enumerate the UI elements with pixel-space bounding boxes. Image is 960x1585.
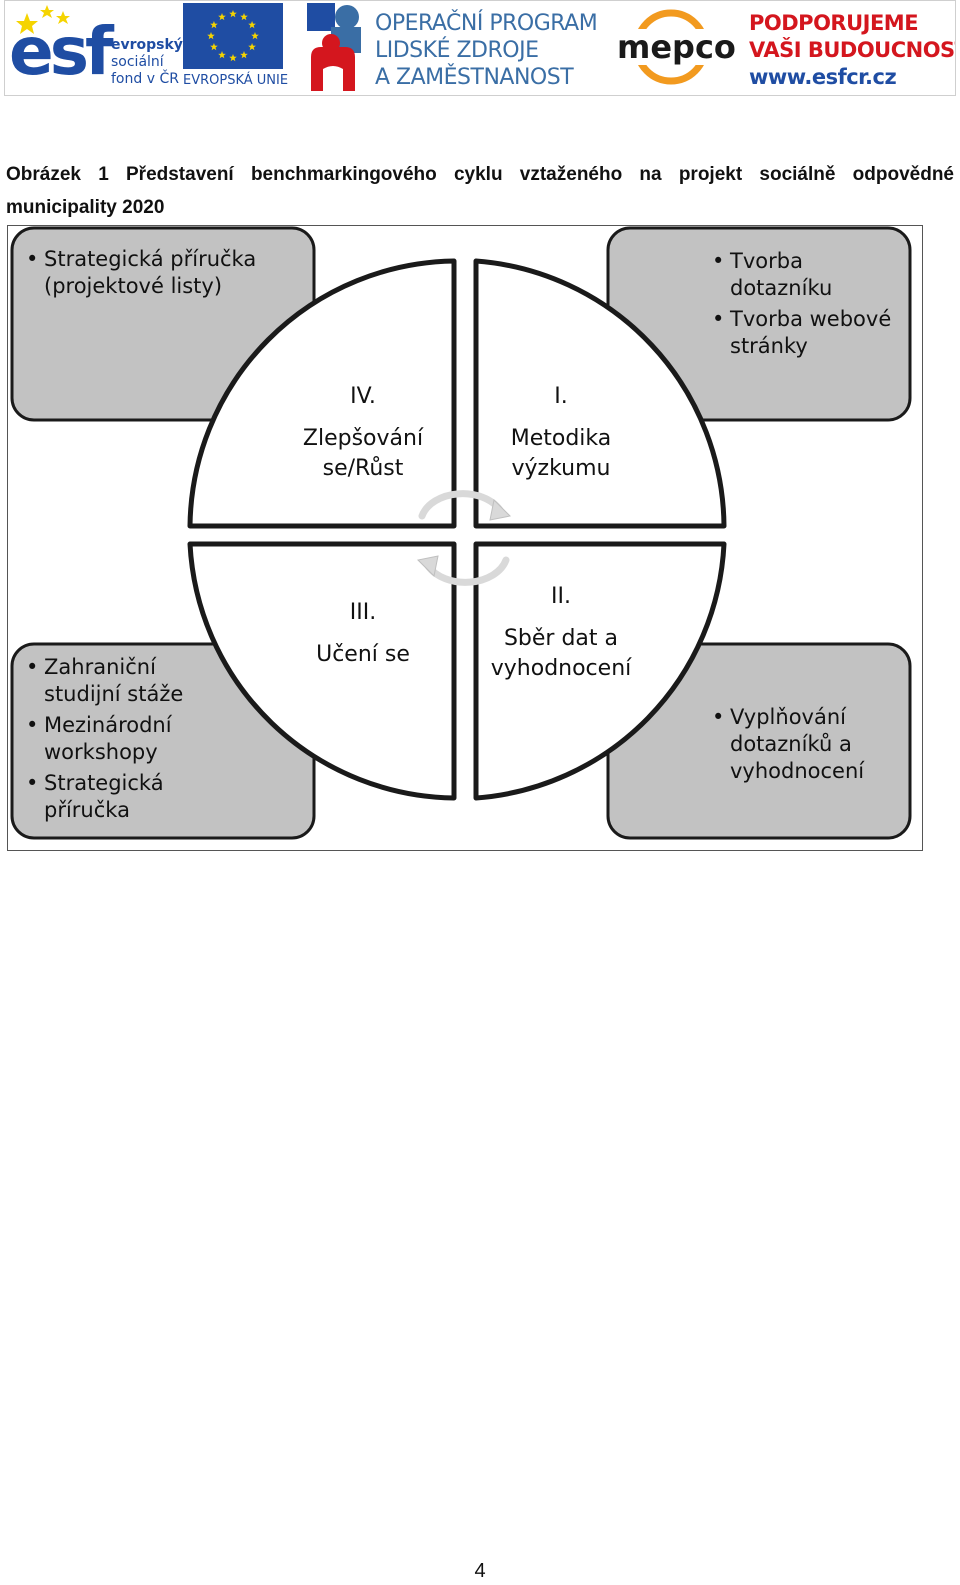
quadrant-iii-label: Učení se xyxy=(316,642,410,667)
eu-flag-icon xyxy=(183,3,283,69)
eu-star-icon xyxy=(210,21,218,29)
box-bottom-left-list: Zahraniční studijní stáže Mezinárodní wo… xyxy=(26,654,196,828)
eu-label: EVROPSKÁ UNIE xyxy=(183,73,289,88)
box-bottom-right-list: Vyplňování dotazníků a vyhodnocení xyxy=(712,704,882,789)
eu-logo: EVROPSKÁ UNIE xyxy=(181,1,291,95)
op-logo: OPERAČNÍ PROGRAM LIDSKÉ ZDROJE A ZAMĚSTN… xyxy=(301,1,601,95)
op-line1: OPERAČNÍ PROGRAM xyxy=(375,11,598,36)
esf-text-line3: fond v ČR xyxy=(111,71,179,87)
quadrant-iv-label: Zlepšování se/Růst xyxy=(302,426,424,481)
eu-star-icon xyxy=(210,43,218,51)
eu-star-icon xyxy=(229,54,237,62)
list-item: Mezinárodní workshopy xyxy=(26,712,196,766)
eu-star-icon xyxy=(248,43,256,51)
slogan-line2: VAŠI BUDOUCNOST xyxy=(749,38,956,62)
quadrant-iv-text: IV. Zlepšování se/Růst xyxy=(288,382,438,484)
esf-text-line2: sociální xyxy=(111,54,164,70)
figure-caption: Obrázek 1 Představení benchmarkingového … xyxy=(6,164,954,218)
eu-star-icon xyxy=(251,32,259,40)
eu-star-icon xyxy=(240,12,248,21)
eu-star-icon xyxy=(207,32,215,40)
benchmarking-cycle-figure: Strategická příručka (projektové listy) … xyxy=(7,225,923,851)
logo-bar: esf evropský sociální fond v ČR EVROPSKÁ… xyxy=(4,0,956,96)
eu-star-icon xyxy=(240,51,248,59)
op-line2: LIDSKÉ ZDROJE xyxy=(375,38,539,63)
op-line3: A ZAMĚSTNANOST xyxy=(375,65,574,90)
eu-star-icon xyxy=(248,21,256,29)
quadrant-ii-text: II. Sběr dat a vyhodnocení xyxy=(486,582,636,684)
eu-star-icon xyxy=(229,10,237,18)
eu-star-icon xyxy=(218,51,226,59)
eu-star-icon xyxy=(218,12,226,21)
list-item: Tvorba webové stránky xyxy=(712,306,907,360)
page-number: 4 xyxy=(474,1560,486,1582)
quadrant-i-label: Metodika výzkumu xyxy=(510,426,612,481)
box-top-left-list: Strategická příručka (projektové listy) xyxy=(26,246,296,304)
box-top-right-list: Tvorba dotazníku Tvorba webové stránky xyxy=(712,248,907,364)
esf-stars-icon xyxy=(16,5,70,34)
quadrant-iii-number: III. xyxy=(349,600,377,625)
mepco-label: mepco xyxy=(615,28,738,66)
quadrant-ii-number: II. xyxy=(551,584,571,609)
quadrant-iv xyxy=(187,258,457,529)
esf-logo: esf evropský sociální fond v ČR xyxy=(5,1,183,95)
quadrant-i-text: I. Metodika výzkumu xyxy=(496,382,626,484)
esf-brand-text: esf xyxy=(9,13,114,90)
puzzle-figure-icon xyxy=(307,3,361,91)
mepco-logo: mepco xyxy=(611,1,738,95)
quadrant-ii xyxy=(473,541,727,801)
slogan-block: PODPORUJEME VAŠI BUDOUCNOST www.esfcr.cz xyxy=(745,1,955,95)
quadrant-iii-text: III. Učení se xyxy=(298,598,428,670)
quadrant-i xyxy=(473,258,727,529)
list-item: Zahraniční studijní stáže xyxy=(26,654,196,708)
quadrant-iii xyxy=(187,541,457,801)
esf-text-line1: evropský xyxy=(111,37,183,53)
slogan-line1: PODPORUJEME xyxy=(749,11,919,35)
list-item: Strategická příručka (projektové listy) xyxy=(26,246,296,300)
list-item: Vyplňování dotazníků a vyhodnocení xyxy=(712,704,882,785)
list-item: Strategická příručka xyxy=(26,770,196,824)
quadrant-iv-number: IV. xyxy=(350,384,376,409)
list-item: Tvorba dotazníku xyxy=(712,248,907,302)
quadrant-ii-label: Sběr dat a vyhodnocení xyxy=(490,626,632,681)
quadrant-i-number: I. xyxy=(554,384,568,409)
slogan-url[interactable]: www.esfcr.cz xyxy=(749,65,897,89)
cycle-arrows-icon xyxy=(418,490,510,586)
